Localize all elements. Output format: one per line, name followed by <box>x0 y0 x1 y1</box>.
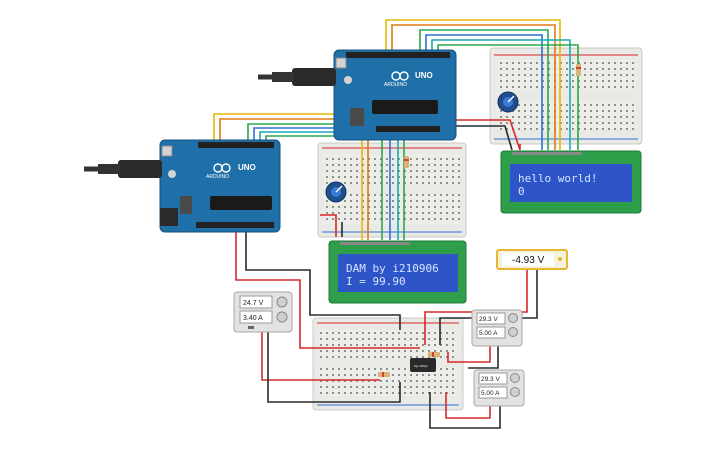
arduino-upper-logo-icon <box>391 71 409 81</box>
wires <box>213 19 579 429</box>
resistor-bottom-b[interactable] <box>428 352 440 357</box>
lcd-left <box>328 240 467 304</box>
lcd-right-line2: 0 <box>518 185 525 198</box>
psu-right-top-current: 5.00 A <box>479 330 498 337</box>
lcd-left-line1: DAM by i210906 <box>346 262 439 275</box>
lcd-right <box>500 150 642 214</box>
usb-cable-lower <box>84 160 162 178</box>
resistor-bottom-a[interactable] <box>378 372 390 377</box>
arduino-upper[interactable] <box>333 49 457 141</box>
breadboard-middle-left <box>317 142 467 238</box>
power-supply-right-top[interactable] <box>471 309 523 347</box>
multimeter[interactable] <box>496 249 568 270</box>
lcd-right-line1: hello world! <box>518 172 597 185</box>
arduino-lower-logo-icon <box>213 163 231 173</box>
resistor-middle[interactable] <box>404 156 409 168</box>
multimeter-reading: -4.93 V <box>512 255 545 266</box>
psu-left-voltage: 24.7 V <box>243 300 264 307</box>
psu-left-current: 3.40 A <box>243 315 263 322</box>
power-supply-left[interactable] <box>233 291 293 333</box>
breadboard-top-right <box>489 47 643 145</box>
arduino-lower-mark: ARDUINO <box>206 174 229 180</box>
usb-cable-upper <box>258 68 336 86</box>
arduino-lower[interactable] <box>159 139 281 233</box>
resistor-upper[interactable] <box>576 64 581 76</box>
psu-right-top-voltage: 29.3 V <box>479 316 498 323</box>
power-supply-right-bottom[interactable] <box>473 369 525 407</box>
arduino-upper-mark: ARDUINO <box>384 82 407 88</box>
opamp-chip[interactable] <box>410 358 436 372</box>
psu-right-bottom-current: 5.00 A <box>481 390 500 397</box>
lcd-left-line2: I = 99.90 <box>346 275 406 288</box>
opamp-label: op-amp <box>414 363 428 368</box>
potentiometer-upper[interactable] <box>497 91 519 113</box>
potentiometer-lower[interactable] <box>325 181 347 203</box>
psu-right-bottom-voltage: 29.3 V <box>481 376 500 383</box>
arduino-lower-brand: UNO <box>238 163 256 172</box>
arduino-upper-brand: UNO <box>415 71 433 80</box>
